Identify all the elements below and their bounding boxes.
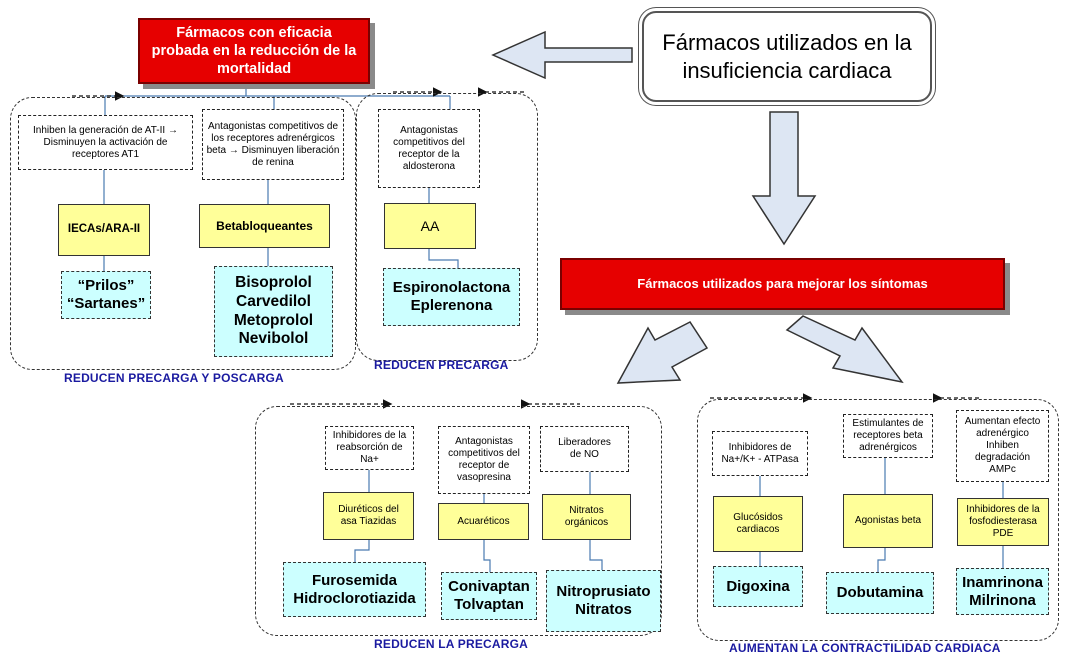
preload-tree-lines [354,470,603,572]
drug-class-box: Acuaréticos [438,503,529,540]
drug-class-box: AA [384,203,476,249]
contractility-tree-lines [759,458,1004,572]
arrow-to-preload [616,321,709,384]
drug-class-box: Betabloqueantes [199,204,330,248]
group-precarga [356,93,538,361]
mechanism-text: Inhiben la generación de AT-II → Disminu… [33,124,178,160]
main-title-text: Fármacos utilizados en la insuficiencia … [662,30,912,83]
examples-box: Nitroprusiato Nitratos [546,570,661,632]
group-label-precarga: REDUCEN PRECARGA [374,358,509,372]
mortality-tree-lines [103,87,459,271]
symptoms-header-text: Fármacos utilizados para mejorar los sín… [637,275,928,291]
examples-text: Conivaptan Tolvaptan [448,578,530,613]
drug-class-box: IECAs/ARA-II [58,204,150,256]
examples-text: Dobutamina [836,584,924,601]
examples-text: “Prilos” “Sartanes” [66,277,146,312]
mechanism-box: Estimulantes de receptores beta adrenérg… [843,414,933,458]
main-title-box: Fármacos utilizados en la insuficiencia … [642,11,932,102]
mechanism-box: Antagonistas competitivos del receptor d… [438,426,530,494]
examples-text: Furosemida Hidroclorotiazida [293,571,416,607]
examples-box: Dobutamina [826,572,934,614]
mortality-header-text: Fármacos con eficacia probada en la redu… [151,24,357,78]
mechanism-text: Antagonistas competitivos del receptor d… [393,124,465,172]
examples-text: Bisoprolol Carvedilol Metoprolol Nevibol… [233,274,314,348]
group-contractilidad [697,399,1059,641]
drug-class-text: Agonistas beta [854,515,922,526]
drug-class-text: AA [420,217,440,234]
examples-box: Furosemida Hidroclorotiazida [283,562,426,617]
drug-class-text: Glucósidos cardiacos [733,512,783,535]
examples-text: Nitroprusiato Nitratos [556,583,651,618]
drug-class-box: Diuréticos del asa Tiazidas [323,492,414,540]
drug-class-text: Diuréticos del asa Tiazidas [338,504,399,527]
mechanism-text: Antagonistas competitivos del receptor d… [448,436,520,483]
drug-class-text: Betabloqueantes [216,218,313,233]
examples-text: Digoxina [726,577,790,595]
examples-box: Digoxina [713,566,803,607]
dashed-arrows [72,87,980,409]
drug-class-box: Inhibidores de la fosfodiesterasa PDE [957,498,1049,546]
mechanism-text: Antagonistas competitivos de los recepto… [206,120,340,168]
mortality-header-box: Fármacos con eficacia probada en la redu… [138,18,370,84]
arrow-down-to-symptoms [751,111,817,246]
examples-box: Bisoprolol Carvedilol Metoprolol Nevibol… [214,266,333,357]
group-precarga-poscarga [10,97,356,370]
drug-class-text: Nitratos orgánicos [564,505,609,528]
examples-box: Inamrinona Milrinona [956,568,1049,615]
symptoms-header-box: Fármacos utilizados para mejorar los sín… [560,258,1005,310]
group-label-reducen-la-precarga: REDUCEN LA PRECARGA [374,637,529,651]
mechanism-box: Liberadores de NO [540,426,629,472]
drug-class-box: Agonistas beta [843,494,933,548]
drug-class-box: Glucósidos cardiacos [713,496,803,552]
mechanism-text: Estimulantes de receptores beta adrenérg… [852,418,924,453]
group-label-contractilidad: AUMENTAN LA CONTRACTILIDAD CARDIACA [729,641,1001,655]
mechanism-box: Inhiben la generación de AT-II → Disminu… [18,115,193,170]
arrow-to-contractility [785,315,904,384]
mechanism-box: Antagonistas competitivos de los recepto… [202,109,344,180]
mechanism-text: Aumentan efecto adrenérgico Inhiben degr… [964,416,1041,475]
group-label-precarga-poscarga: REDUCEN PRECARGA Y POSCARGA [64,371,284,385]
examples-text: Inamrinona Milrinona [962,573,1043,609]
mechanism-text: Liberadores de NO [558,437,611,460]
examples-box: Espironolactona Eplerenona [383,268,520,326]
drug-class-text: IECAs/ARA-II [67,223,141,236]
drug-class-text: Inhibidores de la fosfodiesterasa PDE [966,504,1040,539]
drug-class-text: Acuaréticos [457,515,510,527]
group-reducen-la-precarga [255,406,662,636]
arrow-left-to-mortality [491,30,633,80]
examples-box: “Prilos” “Sartanes” [61,271,151,319]
mechanism-box: Inhibidores de Na+/K+ - ATPasa [712,431,808,476]
mechanism-box: Antagonistas competitivos del receptor d… [378,109,480,188]
examples-text: Espironolactona Eplerenona [392,279,511,314]
examples-box: Conivaptan Tolvaptan [441,572,537,620]
mechanism-text: Inhibidores de la reabsorción de Na+ [332,430,407,465]
mechanism-text: Inhibidores de Na+/K+ - ATPasa [721,441,799,465]
mechanism-box: Inhibidores de la reabsorción de Na+ [325,426,414,470]
mechanism-box: Aumentan efecto adrenérgico Inhiben degr… [956,410,1049,482]
drug-class-box: Nitratos orgánicos [542,494,631,540]
